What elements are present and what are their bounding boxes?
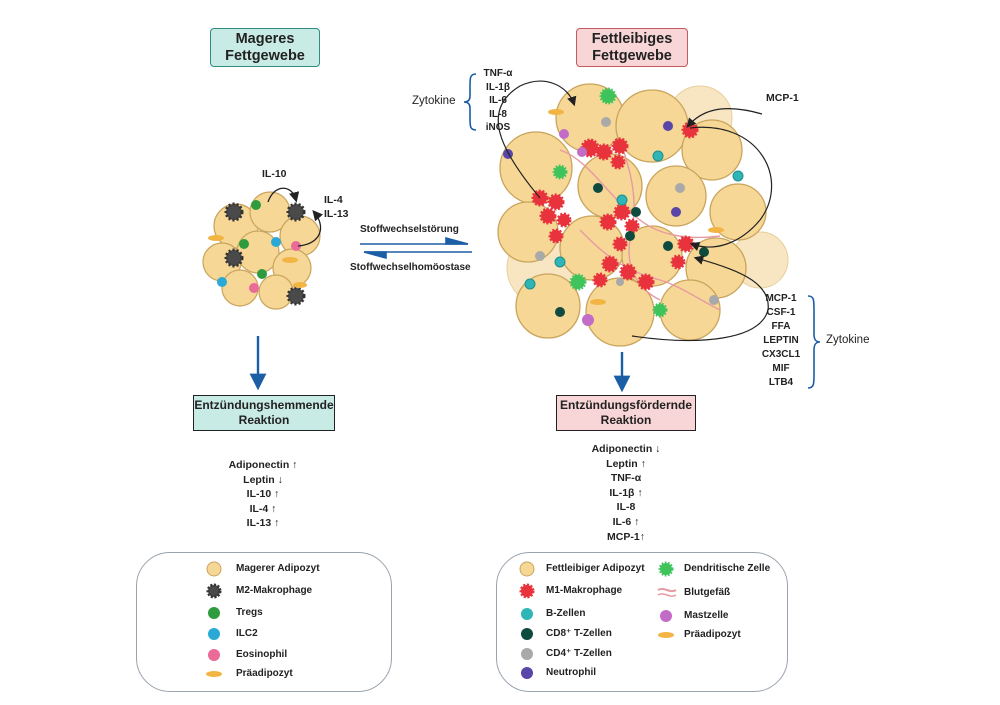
obese-tissue-cluster [497,83,789,347]
pro-inflammatory-line2: Reaktion [600,413,652,427]
cytokines-right-list: MCP-1 CSF-1 FFA LEPTIN CX3CL1 MIF LTB4 [754,292,808,390]
obese-legend [496,552,788,692]
obese-title-line1: Fettleibiges [591,30,673,47]
lean-marker-list: Adiponectin ↑ Leptin ↓ IL-10 ↑ IL-4 ↑ IL… [203,458,323,531]
mcp1-label: MCP-1 [766,92,799,104]
legend-lean-adipocyte: Magerer Adipozyt [236,563,320,574]
metabolic-homeostasis-label: Stoffwechselhomöostase [350,262,471,273]
obese-marker: IL-6 ↑ [612,515,640,528]
il10-arrow [267,187,300,203]
legend-label: CD8⁺ T-Zellen [546,628,612,639]
legend-dendritic-cell: Dendritische Zelle [684,563,770,574]
obese-marker-list: Adiponectin ↓ Leptin ↑ TNF-α IL-1β ↑ IL-… [566,442,686,544]
legend-label: Blutgefäß [684,587,731,598]
cytokine-right-item: MCP-1 [765,293,797,304]
il13-label: IL-13 [324,208,349,220]
lean-marker: Leptin ↓ [243,473,283,486]
legend-eosinophil: Eosinophil [236,649,287,660]
cytokines-top-list: TNF-α IL-1β IL-6 IL-8 iNOS [478,67,518,135]
cytokine-top-item: IL-8 [489,108,507,120]
obese-legend-icons-col2 [657,561,677,638]
legend-label: M2-Makrophage [236,585,313,596]
legend-cd8-t-cells: CD8⁺ T-Zellen [546,628,612,639]
anti-inflammatory-response-box: Entzündungshemmende Reaktion [193,395,335,431]
obese-marker: MCP-1↑ [607,530,645,543]
legend-label: Tregs [236,607,263,618]
cytokines-right-arrow [631,255,769,342]
legend-b-cells: B-Zellen [546,608,585,619]
legend-obese-adipocyte: Fettleibiger Adipozyt [546,563,645,574]
cytokine-right-item: CSF-1 [766,307,796,318]
legend-cd4-t-cells: CD4⁺ T-Zellen [546,648,612,659]
il4-label: IL-4 [324,194,343,206]
legend-label: Fettleibiger Adipozyt [546,563,645,574]
lean-legend-icons [206,561,222,677]
cytokines-right-label: Zytokine [826,334,870,346]
legend-label: Eosinophil [236,649,288,660]
cytokines-top-label: Zytokine [412,95,456,107]
cytokine-right-item: LTB4 [768,377,794,388]
right-cytokine-brace [807,295,821,389]
legend-m2-macrophage: M2-Makrophage [236,585,312,596]
legend-mast-cell: Mastzelle [684,610,728,621]
legend-neutrophil: Neutrophil [546,667,596,678]
cytokine-right-item: LEPTIN [763,335,799,346]
legend-label: Dendritische Zelle [684,563,771,574]
cytokine-top-item: iNOS [485,122,511,133]
lean-tissue-title: Mageres Fettgewebe [210,28,320,67]
legend-label: Präadipozyt [236,668,293,679]
cytokine-right-item: FFA [771,321,791,332]
legend-ilc2: ILC2 [236,628,258,639]
lean-marker: IL-13 ↑ [246,517,280,530]
top-cytokine-brace [463,73,477,131]
legend-tregs: Tregs [236,607,263,618]
mcp1-arrow [686,108,763,128]
legend-label: Mastzelle [684,610,729,621]
lean-marker: IL-4 ↑ [249,502,277,515]
obese-marker: IL-1β ↑ [609,486,643,499]
il10-label: IL-10 [262,168,287,180]
metabolic-disorder-label: Stoffwechselstörung [360,224,459,235]
lean-marker: Adiponectin ↑ [228,459,298,471]
cytokine-top-item: TNF-α [483,68,513,79]
lean-legend [136,552,392,692]
legend-label: ILC2 [236,628,258,639]
cytokines-top-arrow [497,80,577,199]
obese-marker: Leptin ↑ [606,457,646,470]
legend-preadipocyte-lean: Präadipozyt [236,668,293,679]
cytokine-right-item: CX3CL1 [761,349,801,360]
legend-preadipocyte-obese: Präadipozyt [684,629,741,640]
cytokine-top-item: IL-1β [486,81,510,93]
obese-marker: Adiponectin ↓ [591,443,661,455]
legend-label: B-Zellen [546,608,586,619]
pro-inflammatory-line1: Entzündungsfördernde [560,398,692,412]
pro-inflammatory-response-box: Entzündungsfördernde Reaktion [556,395,696,431]
il4-il13-arrow [297,210,324,247]
legend-label: Magerer Adipozyt [236,563,320,574]
legend-label: CD4⁺ T-Zellen [546,648,612,659]
obese-tissue-title: Fettleibiges Fettgewebe [576,28,688,67]
legend-blood-vessel: Blutgefäß [684,587,730,598]
legend-label: M1-Makrophage [546,585,623,596]
lean-title-line1: Mageres [235,30,295,47]
cytokine-top-item: IL-6 [489,95,507,106]
legend-label: Präadipozyt [684,629,741,640]
lean-title-line2: Fettgewebe [225,47,305,64]
lean-marker: IL-10 ↑ [246,488,280,501]
cytokine-right-item: MIF [772,363,790,374]
anti-inflammatory-line2: Reaktion [238,413,290,427]
legend-label: Neutrophil [546,667,596,678]
legend-m1-macrophage: M1-Makrophage [546,585,622,596]
lean-tissue-cluster [202,191,321,310]
obese-title-line2: Fettgewebe [592,47,672,64]
anti-inflammatory-line1: Entzündungshemmende [194,398,334,412]
mcp1-loop-arrow [689,126,773,251]
obese-marker: TNF-α [610,472,642,485]
transition-arrows [360,236,472,260]
obese-marker: IL-8 [616,501,636,514]
